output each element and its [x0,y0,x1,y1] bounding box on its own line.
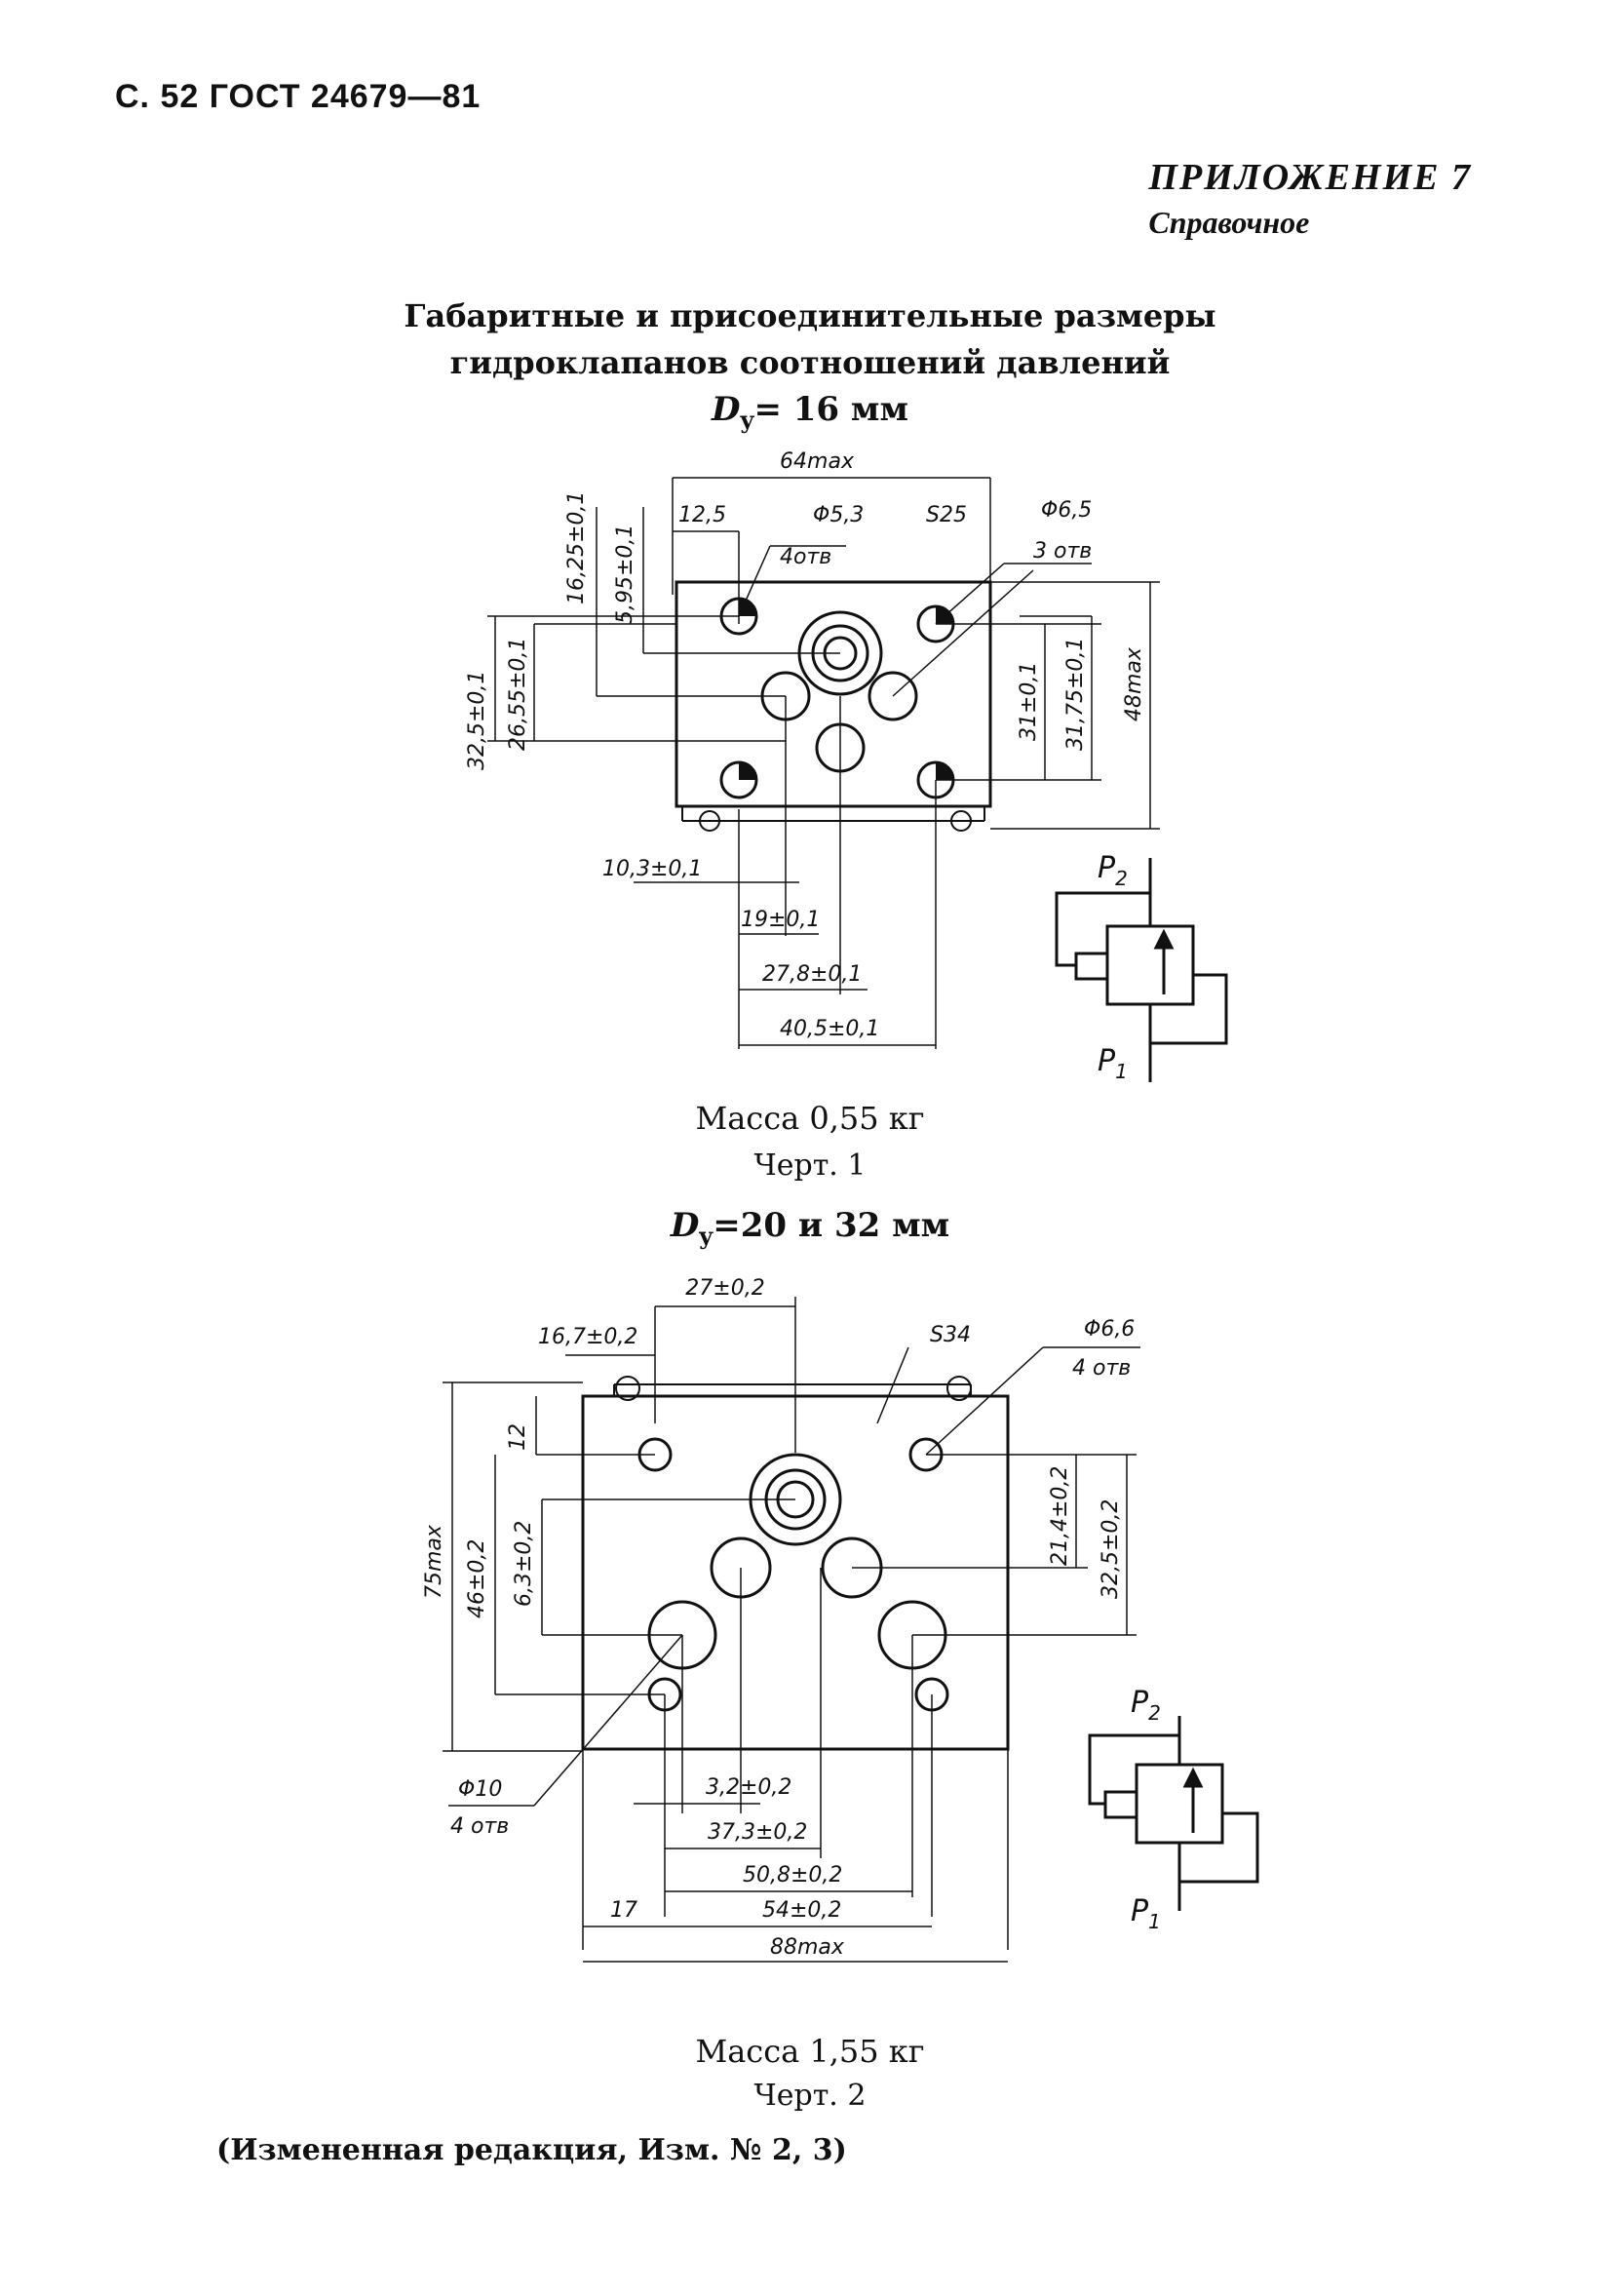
dim-48max: 48max [1122,646,1146,721]
dim-hole-6-6: Φ6,6 [1084,1317,1135,1342]
drawing-mark-1: Черт. 1 [753,1148,867,1183]
dim-26-55: 26,55±0,1 [506,638,530,751]
dy-sub-1: y [740,406,754,434]
dim-hole-5-3: Φ5,3 [813,503,864,527]
dim-17: 17 [610,1898,637,1923]
appendix-subtitle: Справочное [1148,205,1310,240]
heading-line-2: гидроклапанов соотношений давлений [449,344,1171,381]
symbol-2-p1: P1 [1131,1894,1161,1933]
drawing-mark-2: Черт. 2 [753,2079,867,2113]
dim-31-75: 31,75±0,1 [1063,638,1088,751]
dim-hole-5-3-count: 4отв [780,545,831,569]
mass-1: Масса 0,55 кг [695,1100,925,1137]
dy-label-2: Dy=20 и 32 мм [0,1206,1620,1250]
hydraulic-symbol-1 [1055,858,1228,1082]
dim-27: 27±0,2 [685,1276,764,1301]
dim-hole-6-6-count: 4 отв [1072,1356,1131,1381]
dy-value-1: = 16 мм [753,390,908,429]
dim-hole-6-5: Φ6,5 [1041,498,1092,523]
dim-16-7: 16,7±0,2 [538,1325,637,1349]
document-heading: Габаритные и присоединительные размеры г… [0,292,1620,386]
appendix-block: ПРИЛОЖЕНИЕ 7 Справочное [1148,156,1472,241]
appendix-title: ПРИЛОЖЕНИЕ 7 [1148,157,1472,198]
dim-40-5: 40,5±0,1 [780,1017,879,1041]
dy-label-1: Dy= 16 мм [0,390,1620,434]
dim-12-5: 12,5 [678,503,726,527]
dim-hole-10: Φ10 [458,1777,502,1802]
changes-note: (Измененная редакция, Изм. № 2, 3) [216,2133,847,2167]
dim-5-95: 5,95±0,1 [613,525,637,624]
symbol-1-p2: P2 [1098,851,1128,890]
dim-50-8: 50,8±0,2 [743,1863,842,1887]
dim-6-3: 6,3±0,2 [512,1521,536,1607]
dy-symbol-1: D [712,390,741,429]
dim-54: 54±0,2 [762,1898,841,1923]
dim-88max: 88max [770,1935,845,1960]
port-p2-1 [868,671,918,721]
dim-12: 12 [506,1423,530,1451]
mass-2: Масса 1,55 кг [695,2033,925,2070]
dy-sub-2: y [699,1222,714,1250]
page-header: С. 52 ГОСТ 24679—81 [115,78,482,115]
dim-21-4: 21,4±0,2 [1048,1466,1072,1566]
heading-line-1: Габаритные и присоединительные размеры [404,297,1216,334]
symbol-2-p2: P2 [1131,1686,1161,1725]
dim-3-2: 3,2±0,2 [706,1775,791,1800]
dim-64max: 64max [780,449,855,474]
dim-hole-6-5-count: 3 отв [1033,539,1092,564]
dim-27-8: 27,8±0,1 [762,962,862,987]
dim-31: 31±0,1 [1017,662,1041,741]
dim-10-3: 10,3±0,1 [602,857,702,881]
dim-s34: S34 [930,1323,971,1347]
dim-16-25: 16,25±0,1 [564,491,589,604]
dy-value-2: =20 и 32 мм [713,1206,950,1245]
hydraulic-symbol-2 [1088,1716,1259,1911]
dim-19: 19±0,1 [741,908,820,932]
dim-32-5: 32,5±0,1 [465,671,489,770]
valve-body-1 [675,580,992,808]
dim-32-5-2: 32,5±0,2 [1099,1499,1123,1599]
dim-hole-10-count: 4 отв [450,1814,509,1839]
dim-75max: 75max [422,1524,446,1599]
dim-s25: S25 [926,503,967,527]
dim-46: 46±0,2 [465,1539,489,1618]
dim-37-3: 37,3±0,2 [708,1820,807,1845]
symbol-1-p1: P1 [1098,1044,1128,1083]
dy-symbol-2: D [670,1206,700,1245]
